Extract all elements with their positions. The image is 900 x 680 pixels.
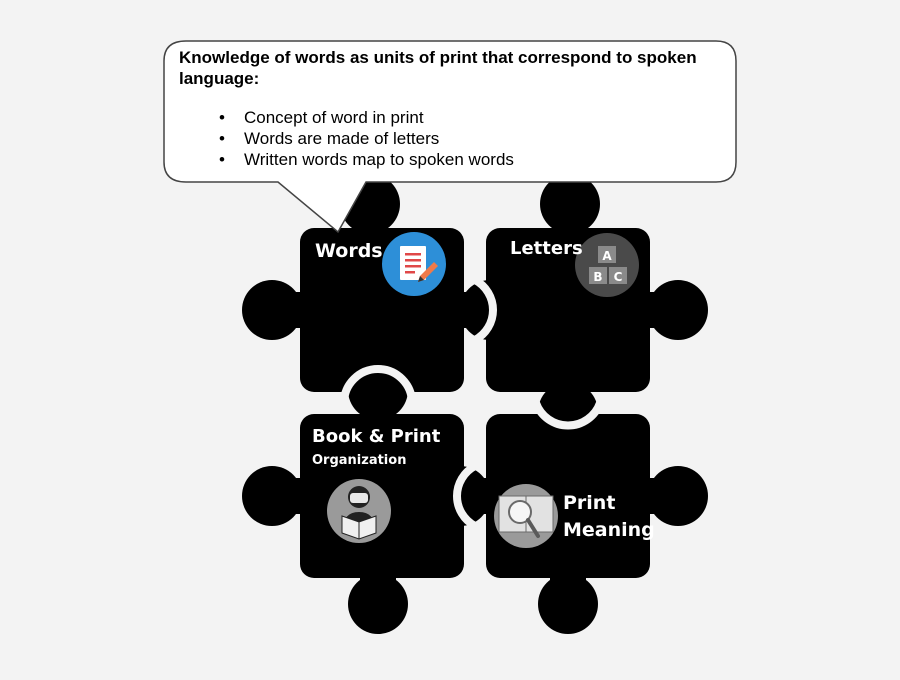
puzzle-seams <box>240 222 712 640</box>
bullet-text: Concept of word in print <box>244 108 424 127</box>
book-print-label: Book & Print <box>312 426 441 447</box>
block-letter-a: A <box>602 249 612 263</box>
bullet-mark: • <box>219 129 225 148</box>
reading-child-icon <box>327 479 391 543</box>
book-magnifier-icon <box>494 484 558 548</box>
print-meaning-label-line2: Meaning <box>563 519 655 541</box>
callout-content: Knowledge of words as units of print tha… <box>179 47 719 170</box>
callout-heading: Knowledge of words as units of print tha… <box>179 48 697 88</box>
block-letter-c: C <box>614 270 623 284</box>
words-label: Words <box>315 240 383 262</box>
block-letter-b: B <box>593 270 602 284</box>
bullet-text: Words are made of letters <box>244 129 440 148</box>
bullet-mark: • <box>219 150 225 169</box>
letters-label: Letters <box>510 238 583 259</box>
print-meaning-label-line1: Print <box>563 492 616 514</box>
callout-bubble <box>163 40 737 234</box>
bullet-text: Written words map to spoken words <box>244 150 514 169</box>
document-pencil-icon <box>382 232 446 296</box>
list-item: • Written words map to spoken words <box>219 149 719 170</box>
callout-bullet-list: • Concept of word in print • Words are mad… <box>179 107 719 170</box>
list-item: • Words are made of letters <box>219 128 719 149</box>
alphabet-blocks-icon: A B C <box>575 233 639 297</box>
book-print-sublabel: Organization <box>312 453 407 468</box>
list-item: • Concept of word in print <box>219 107 719 128</box>
bullet-mark: • <box>219 108 225 127</box>
